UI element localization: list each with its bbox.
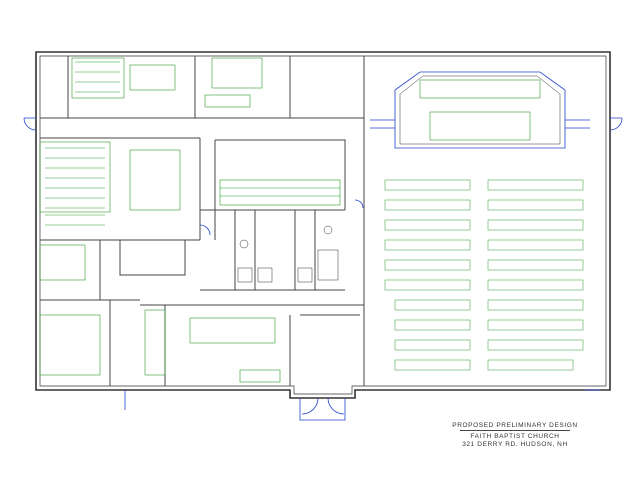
title-address: 321 DERRY RD. HUDSON, NH bbox=[462, 441, 568, 448]
title-underline bbox=[460, 430, 570, 431]
title-heading: PROPOSED PRELIMINARY DESIGN bbox=[452, 422, 578, 429]
title-organization: FAITH BAPTIST CHURCH bbox=[470, 433, 560, 440]
restrooms bbox=[237, 225, 339, 283]
exterior-walls bbox=[35, 51, 611, 399]
interior-walls bbox=[40, 56, 365, 386]
classroom-seats bbox=[45, 61, 340, 226]
furniture bbox=[39, 57, 541, 383]
sanctuary-seating bbox=[384, 179, 584, 371]
doors bbox=[23, 117, 623, 421]
stage-area bbox=[370, 71, 590, 149]
title-block: PROPOSED PRELIMINARY DESIGN FAITH BAPTIS… bbox=[440, 422, 590, 449]
